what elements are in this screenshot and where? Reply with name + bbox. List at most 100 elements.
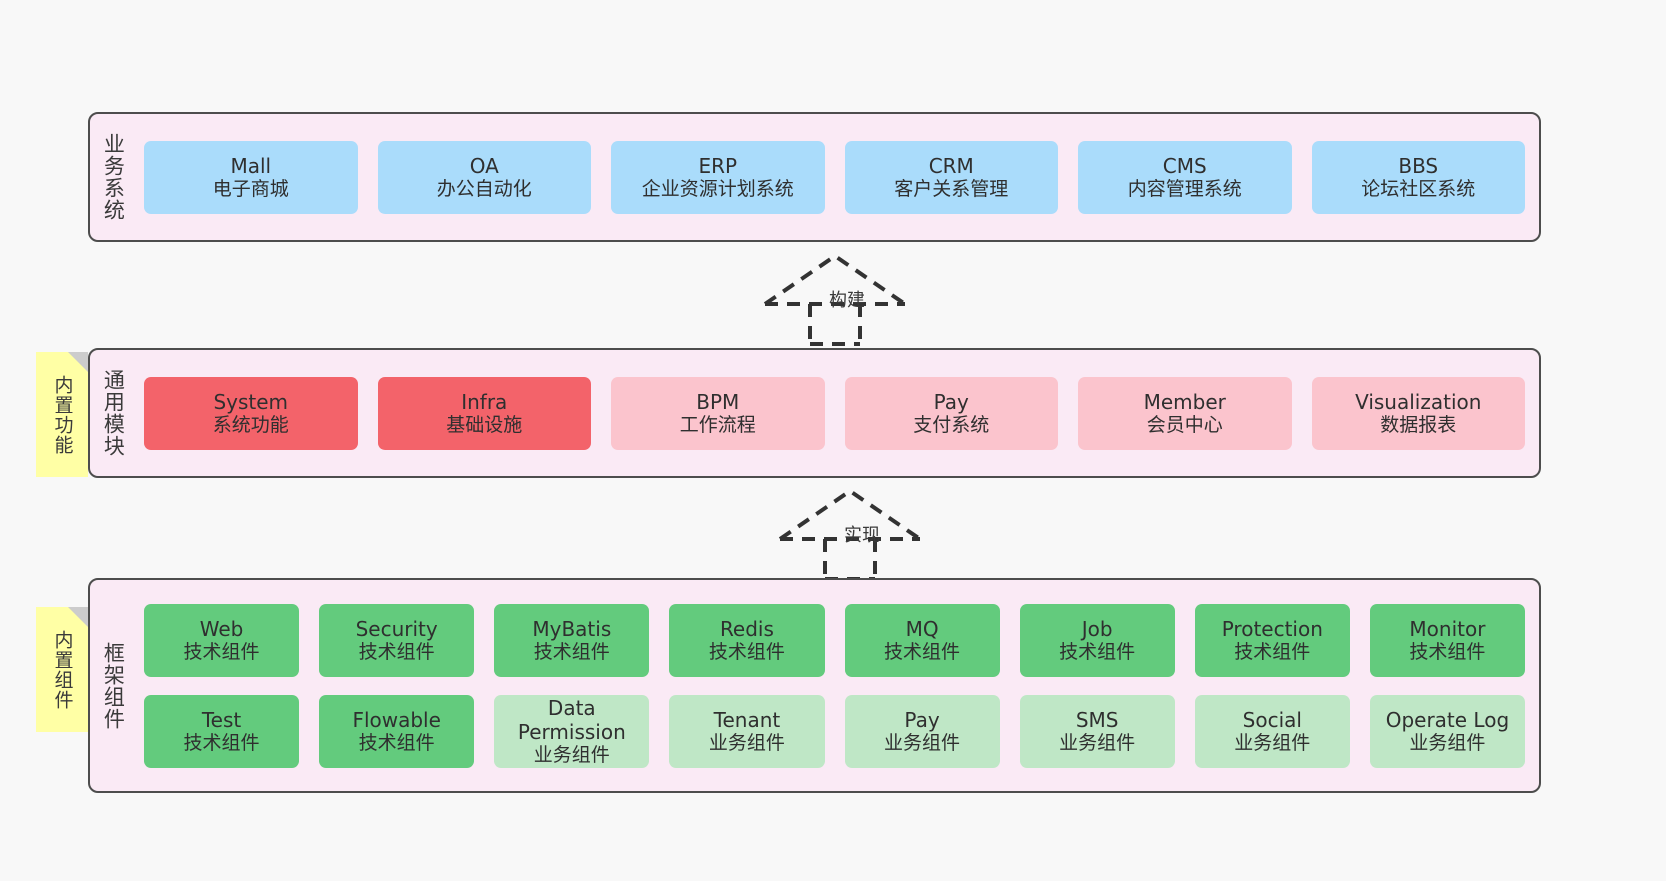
card-pay[interactable]: Pay 支付系统: [844, 376, 1058, 450]
card-title: MQ: [905, 616, 939, 641]
card-title: Protection: [1221, 616, 1323, 641]
card-mq[interactable]: MQ 技术组件: [844, 603, 1000, 677]
card-mybatis[interactable]: MyBatis 技术组件: [494, 603, 650, 677]
card-subtitle: 系统功能: [212, 413, 289, 436]
card-test[interactable]: Test 技术组件: [144, 694, 300, 768]
card-monitor[interactable]: Monitor 技术组件: [1369, 603, 1525, 677]
generalization-arrow-icon: [778, 488, 922, 581]
card-subtitle: 办公自动化: [436, 177, 532, 200]
card-title: System: [213, 389, 289, 414]
card-title: OA: [469, 153, 499, 178]
layer-body-common-module: System 系统功能 Infra 基础设施 BPM 工作流程 Pay 支付系统…: [136, 350, 1539, 476]
card-title: Test: [201, 707, 242, 732]
card-security[interactable]: Security 技术组件: [319, 603, 475, 677]
card-title: ERP: [698, 153, 738, 178]
card-subtitle: 支付系统: [913, 413, 990, 436]
layer-title-business-system: 业务系统: [101, 133, 126, 221]
card-subtitle: 基础设施: [446, 413, 523, 436]
card-title: Mall: [230, 153, 272, 178]
card-row: Mall 电子商城 OA 办公自动化 ERP 企业资源计划系统 CRM 客户关系…: [144, 140, 1525, 214]
arrow-label-realize: 实现: [844, 525, 880, 546]
card-infra[interactable]: Infra 基础设施: [377, 376, 591, 450]
card-row: Test 技术组件 Flowable 技术组件 Data Permission …: [144, 694, 1525, 768]
card-title: CRM: [928, 153, 974, 178]
card-title: Redis: [719, 616, 774, 641]
layer-title-common-module: 通用模块: [101, 369, 126, 457]
card-subtitle: 技术组件: [1059, 640, 1136, 663]
card-data-permission[interactable]: Data Permission 业务组件: [494, 694, 650, 768]
card-title: Operate Log: [1385, 707, 1510, 732]
card-cms[interactable]: CMS 内容管理系统: [1078, 140, 1292, 214]
card-title: BPM: [696, 389, 740, 414]
arrow-realize: 实现: [770, 485, 930, 581]
card-oa[interactable]: OA 办公自动化: [377, 140, 591, 214]
card-title: Pay: [933, 389, 969, 414]
card-operate-log[interactable]: Operate Log 业务组件: [1369, 694, 1525, 768]
card-title: Tenant: [713, 707, 781, 732]
sticky-note-builtin-components: 内置组件: [36, 607, 88, 732]
card-erp[interactable]: ERP 企业资源计划系统: [611, 140, 825, 214]
card-redis[interactable]: Redis 技术组件: [669, 603, 825, 677]
card-subtitle: 论坛社区系统: [1361, 177, 1476, 200]
card-bpm[interactable]: BPM 工作流程: [611, 376, 825, 450]
card-subtitle: 业务组件: [708, 731, 785, 754]
card-flowable[interactable]: Flowable 技术组件: [319, 694, 475, 768]
card-subtitle: 技术组件: [358, 731, 435, 754]
layer-framework-component: 框架组件 Web 技术组件 Security 技术组件 MyBatis 技术组件…: [88, 578, 1541, 793]
card-subtitle: 技术组件: [1234, 640, 1311, 663]
card-system[interactable]: System 系统功能: [144, 376, 358, 450]
card-title: CMS: [1162, 153, 1207, 178]
card-subtitle: 技术组件: [183, 731, 260, 754]
card-pay-business[interactable]: Pay 业务组件: [844, 694, 1000, 768]
card-visualization[interactable]: Visualization 数据报表: [1311, 376, 1525, 450]
card-subtitle: 会员中心: [1146, 413, 1223, 436]
card-web[interactable]: Web 技术组件: [144, 603, 300, 677]
layer-common-module: 通用模块 System 系统功能 Infra 基础设施 BPM 工作流程 Pay…: [88, 348, 1541, 478]
sticky-note-builtin-features: 内置功能: [36, 352, 88, 477]
card-subtitle: 客户关系管理: [894, 177, 1009, 200]
card-social[interactable]: Social 业务组件: [1194, 694, 1350, 768]
card-title: Security: [355, 616, 438, 641]
card-subtitle: 技术组件: [533, 640, 610, 663]
card-title: SMS: [1075, 707, 1119, 732]
layer-title-framework-component: 框架组件: [101, 641, 126, 730]
card-member[interactable]: Member 会员中心: [1078, 376, 1292, 450]
card-subtitle: 数据报表: [1380, 413, 1457, 436]
generalization-arrow-icon: [763, 253, 907, 346]
card-title: Job: [1081, 616, 1113, 641]
card-subtitle: 技术组件: [1409, 640, 1486, 663]
card-tenant[interactable]: Tenant 业务组件: [669, 694, 825, 768]
card-bbs[interactable]: BBS 论坛社区系统: [1311, 140, 1525, 214]
card-subtitle: 业务组件: [884, 731, 961, 754]
sticky-note-label: 内置组件: [51, 629, 74, 710]
card-title: MyBatis: [532, 616, 612, 641]
card-subtitle: 业务组件: [1409, 731, 1486, 754]
card-subtitle: 技术组件: [884, 640, 961, 663]
card-subtitle: 技术组件: [183, 640, 260, 663]
card-title: Web: [199, 616, 244, 641]
card-sms[interactable]: SMS 业务组件: [1019, 694, 1175, 768]
card-subtitle: 内容管理系统: [1127, 177, 1242, 200]
card-title: Social: [1242, 707, 1302, 732]
card-job[interactable]: Job 技术组件: [1019, 603, 1175, 677]
card-subtitle: 企业资源计划系统: [641, 177, 794, 200]
card-title: Flowable: [352, 707, 441, 732]
arrow-label-build: 构建: [829, 290, 865, 311]
sticky-note-label: 内置功能: [51, 374, 74, 455]
card-title: Visualization: [1355, 389, 1482, 414]
arrow-build: 构建: [755, 250, 915, 346]
card-subtitle: 业务组件: [1059, 731, 1136, 754]
card-title: Data Permission: [517, 695, 626, 744]
layer-body-framework-component: Web 技术组件 Security 技术组件 MyBatis 技术组件 Redi…: [136, 580, 1539, 791]
card-subtitle: 业务组件: [533, 743, 610, 766]
layer-body-business-system: Mall 电子商城 OA 办公自动化 ERP 企业资源计划系统 CRM 客户关系…: [136, 114, 1539, 240]
card-subtitle: 电子商城: [212, 177, 289, 200]
card-crm[interactable]: CRM 客户关系管理: [844, 140, 1058, 214]
card-title: Monitor: [1409, 616, 1486, 641]
card-mall[interactable]: Mall 电子商城: [144, 140, 358, 214]
card-title: BBS: [1398, 153, 1439, 178]
card-subtitle: 业务组件: [1234, 731, 1311, 754]
card-protection[interactable]: Protection 技术组件: [1194, 603, 1350, 677]
card-subtitle: 技术组件: [708, 640, 785, 663]
